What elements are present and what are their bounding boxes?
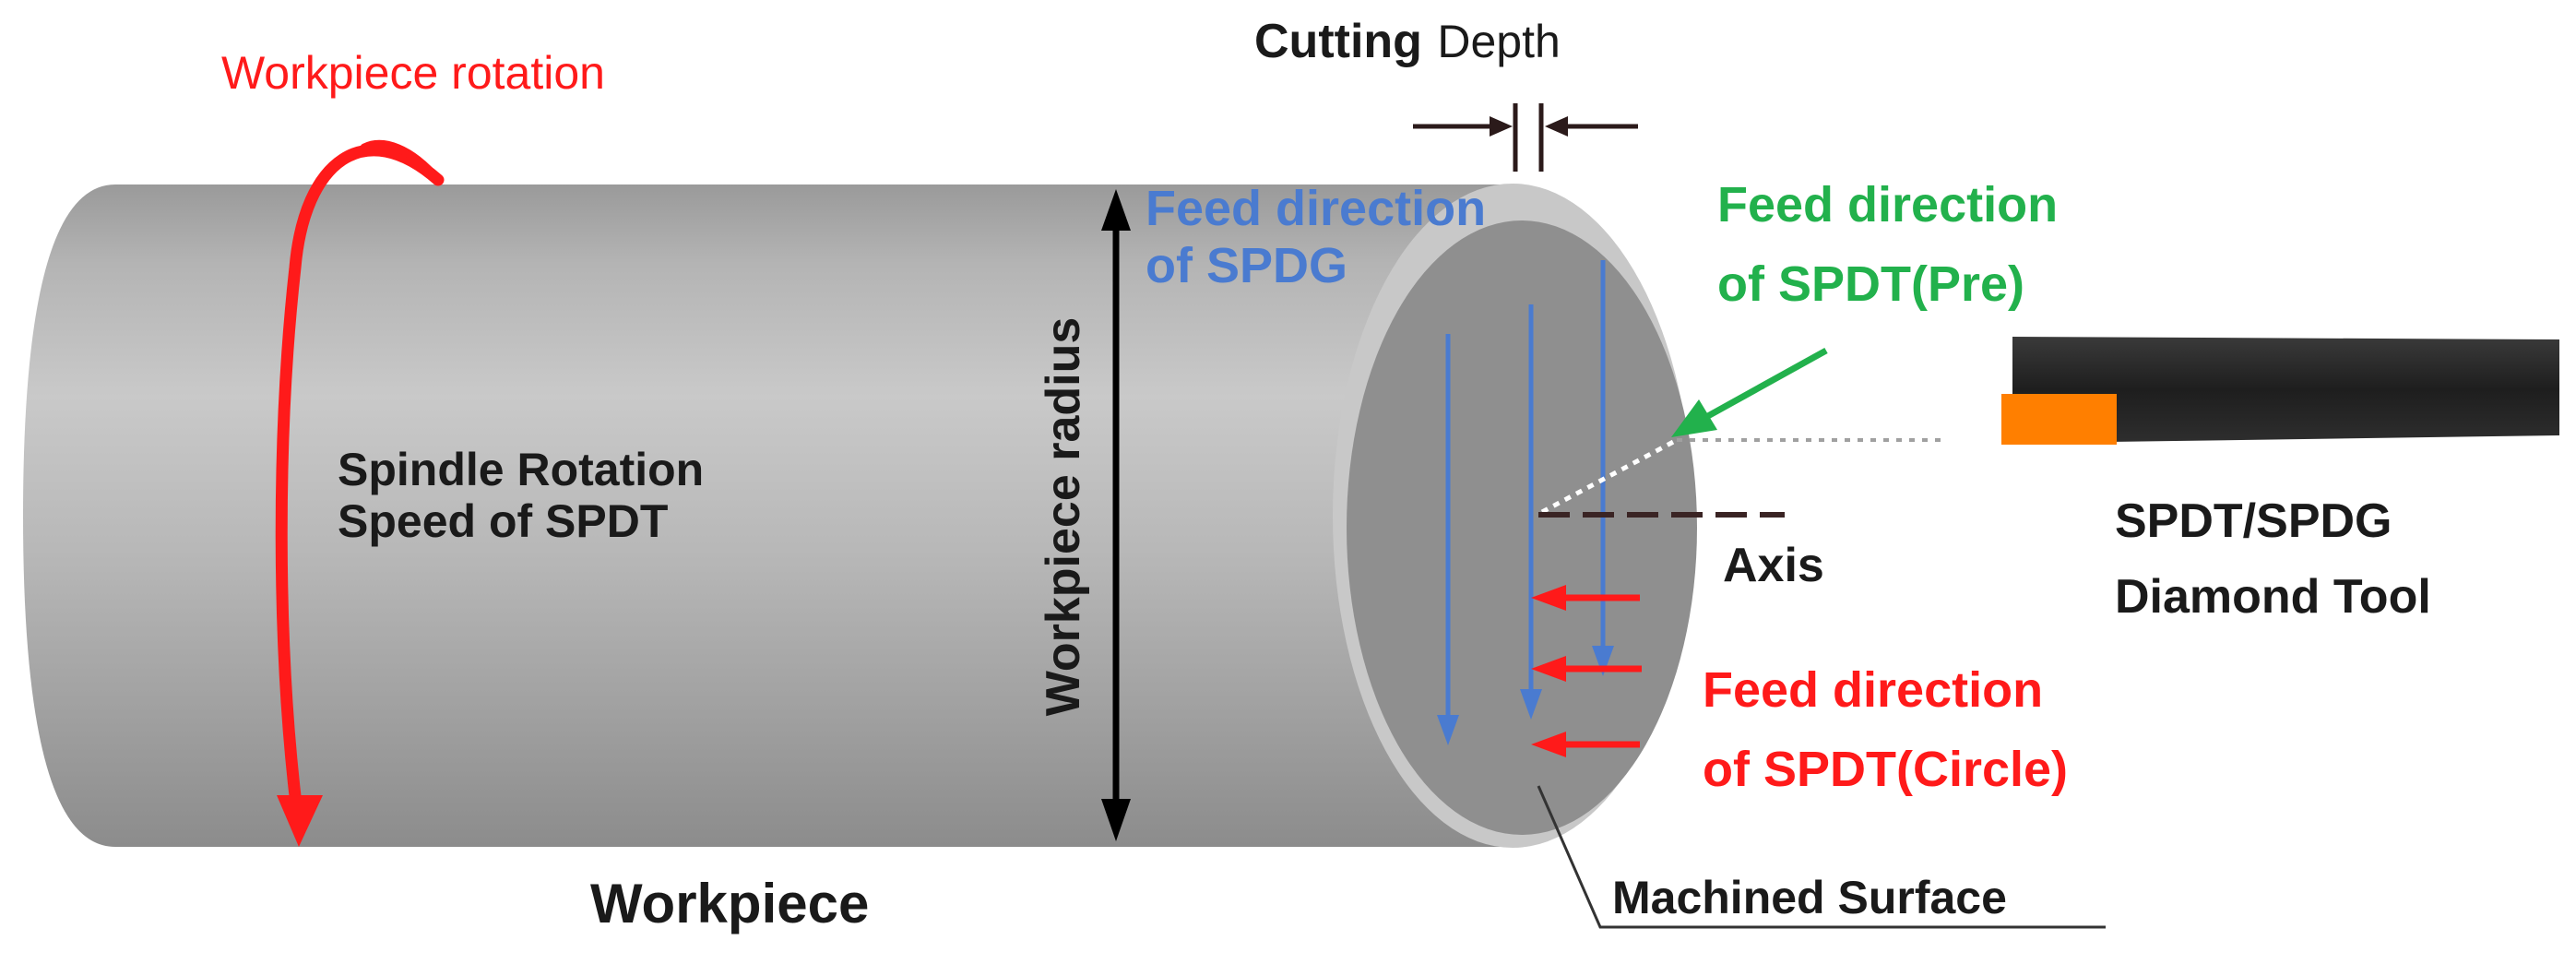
label-tool-1: SPDT/SPDG: [2115, 494, 2392, 548]
workpiece-rotation-arrow: [275, 139, 445, 847]
label-feed-spdt-pre-1: Feed direction: [1717, 177, 2058, 232]
label-machined-surface: Machined Surface: [1612, 872, 2007, 923]
cutting-depth-marker: [1413, 103, 1638, 172]
label-cutting-depth: Cutting Depth: [1254, 15, 1561, 68]
label-feed-spdt-circle-2: of SPDT(Circle): [1703, 742, 2068, 797]
label-tool-2: Diamond Tool: [2115, 570, 2431, 624]
label-axis: Axis: [1723, 539, 1824, 592]
machined-surface-leader: [1537, 785, 2106, 929]
label-workpiece: Workpiece: [590, 873, 869, 934]
label-cutting-depth-rest: Depth: [1437, 16, 1560, 67]
label-feed-spdt-pre-2: of SPDT(Pre): [1717, 256, 2024, 312]
spdt-circle-feed-arrows: [1531, 585, 1642, 757]
label-workpiece-rotation: Workpiece rotation: [221, 47, 605, 99]
spdg-feed-arrows: [1437, 260, 1614, 745]
machined-surface-face: [1347, 220, 1697, 835]
label-cutting-depth-bold: Cutting: [1254, 15, 1422, 68]
label-workpiece-radius: Workpiece radius: [1037, 317, 1090, 717]
label-spindle-1: Spindle Rotation: [338, 444, 704, 495]
workpiece-radius-arrow: [1101, 189, 1131, 841]
label-feed-spdg-1: Feed direction: [1146, 181, 1486, 236]
tool-path-dotted-lines: [1540, 437, 1946, 515]
label-feed-spdg-2: of SPDG: [1146, 238, 1347, 293]
spdt-pre-feed-arrow: [1671, 347, 1828, 437]
label-feed-spdt-circle-1: Feed direction: [1703, 662, 2043, 718]
diamond-tool-tip: [2001, 394, 2117, 445]
diamond-tool: [2001, 337, 2559, 445]
label-spindle-2: Speed of SPDT: [338, 495, 668, 547]
